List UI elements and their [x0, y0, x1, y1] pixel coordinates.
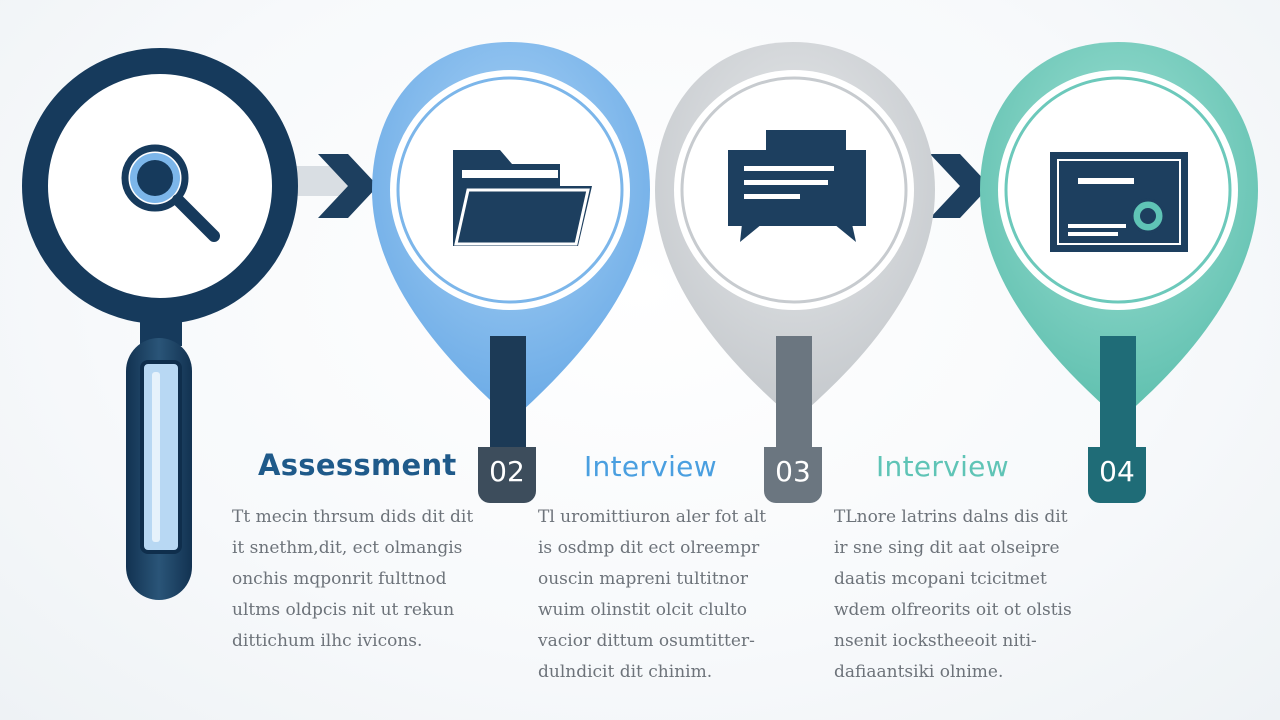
- description-line: wuim olinstit olcit clulto: [538, 600, 748, 620]
- description-line: Tl uromittiuron aler fot alt: [538, 507, 767, 527]
- step-2-title: Interview: [584, 450, 717, 483]
- step-2-description: Tl uromittiuron aler fot alt is osdmp di…: [538, 502, 798, 688]
- description-line: dafiaantsiki olnime.: [834, 662, 1004, 682]
- step-3-number: 03: [764, 447, 822, 503]
- connector-3-4: [930, 154, 990, 218]
- step-3-pin: [655, 42, 935, 448]
- search-icon: [121, 144, 220, 242]
- description-line: daatis mcopani tcicitmet: [834, 569, 1047, 589]
- description-line: nsenit iockstheeoit niti-: [834, 631, 1037, 651]
- folder-icon: [453, 150, 592, 246]
- description-line: ultms oldpcis nit ut rekun: [232, 600, 455, 620]
- connector-1-2: [288, 154, 378, 218]
- step-1-title: Assessment: [258, 448, 457, 482]
- chat-icon: [728, 130, 866, 242]
- description-line: wdem olfreorits oit ot olstis: [834, 600, 1072, 620]
- description-line: onchis mqponrit fulttnod: [232, 569, 447, 589]
- description-line: ouscin mapreni tultitnor: [538, 569, 748, 589]
- description-line: dulndicit dit chinim.: [538, 662, 713, 682]
- step-4-description: TLnore latrins dalns dis dit ir sne sing…: [834, 502, 1094, 688]
- step-1-description: Tt mecin thrsum dids dit dit it snethm,d…: [232, 502, 492, 657]
- description-line: vacior dittum osumtitter-: [538, 631, 755, 651]
- step-4-number: 04: [1088, 447, 1146, 503]
- description-line: dittichum ilhc ivicons.: [232, 631, 423, 651]
- description-line: is osdmp dit ect olreempr: [538, 538, 760, 558]
- step-4-title: Interview: [876, 450, 1009, 483]
- description-line: ir sne sing dit aat olseipre: [834, 538, 1060, 558]
- step-2-number: 02: [478, 447, 536, 503]
- description-line: TLnore latrins dalns dis dit: [834, 507, 1068, 527]
- certificate-icon: [1050, 152, 1188, 252]
- description-line: Tt mecin thrsum dids dit dit: [232, 507, 474, 527]
- description-line: it snethm,dit, ect olmangis: [232, 538, 463, 558]
